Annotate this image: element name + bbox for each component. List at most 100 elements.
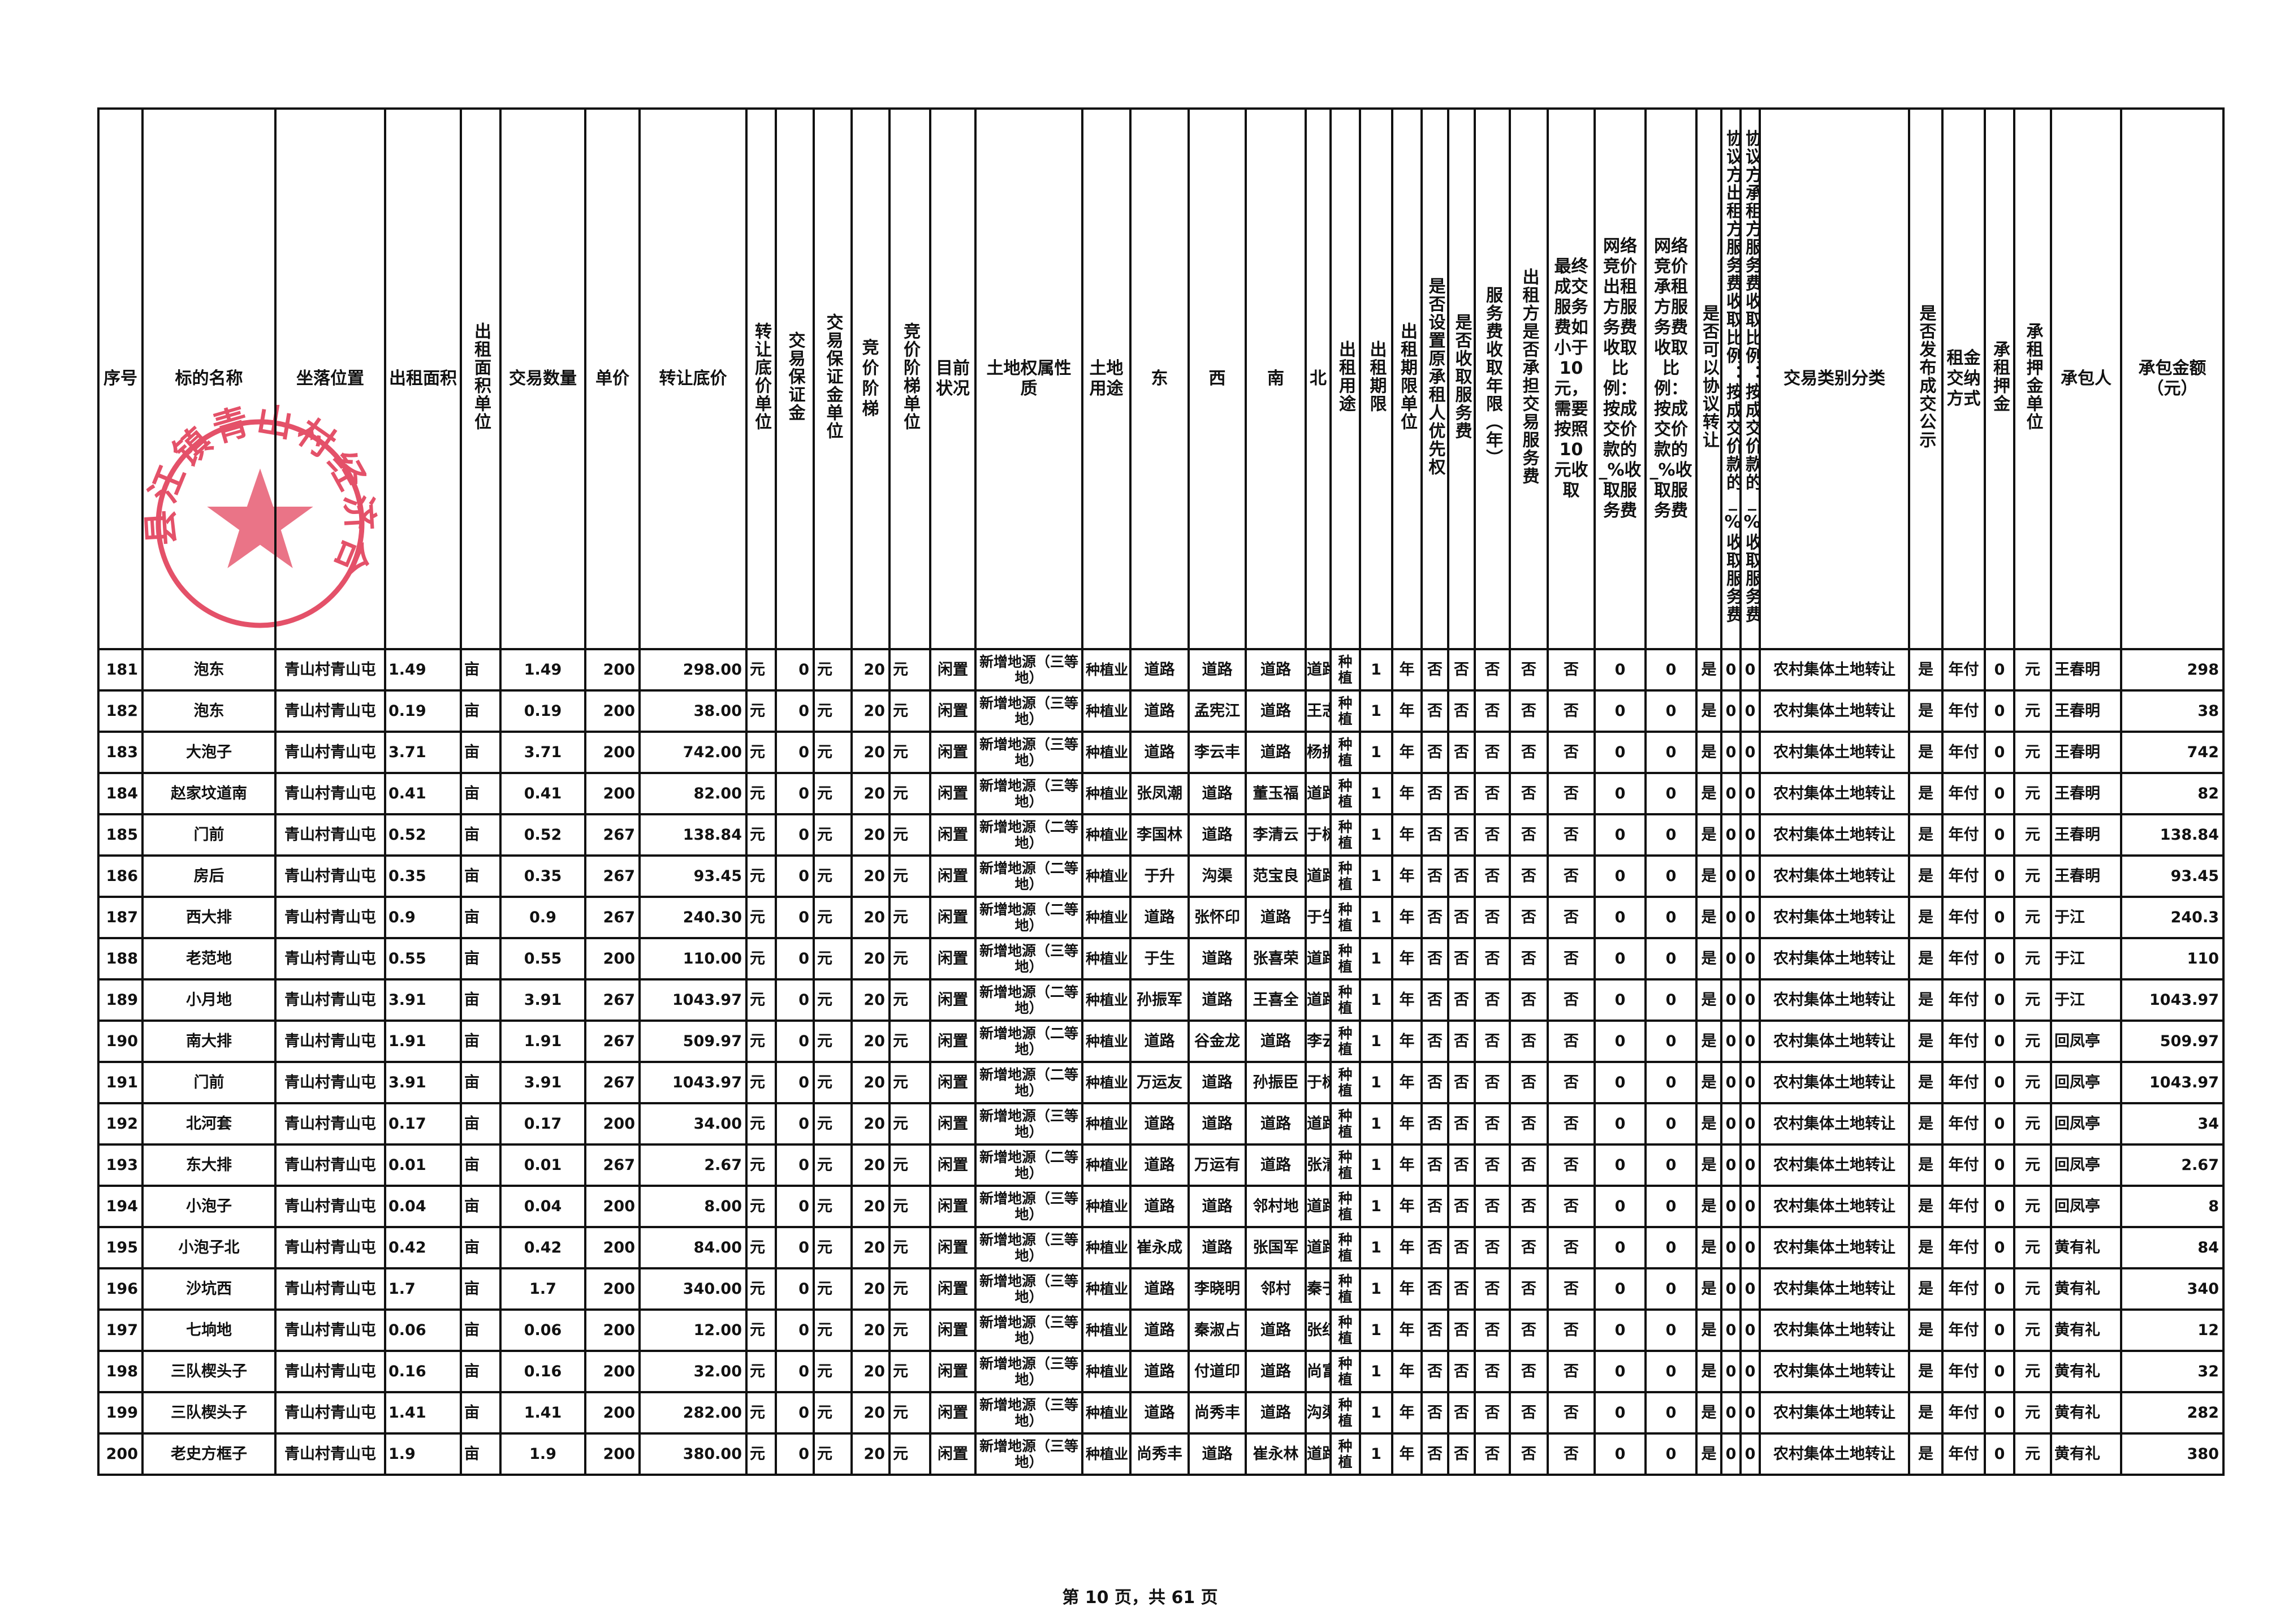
negotiable-cell: 是 (1695, 772, 1722, 815)
agreement-lessee-rate-cell: 0 (1739, 1020, 1761, 1063)
online-lessee-rate-cell: 0 (1644, 1020, 1698, 1063)
column-header-label: 承包人 (2061, 369, 2111, 388)
priority-right-cell: 否 (1420, 1226, 1449, 1269)
quantity-cell: 0.55 (499, 937, 586, 981)
publish-result-cell: 是 (1908, 1308, 1944, 1352)
column-header-label: 是否发布成交公示 (1916, 304, 1936, 449)
east-boundary-cell: 道路 (1129, 648, 1190, 692)
west-boundary-cell: 道路 (1188, 937, 1247, 981)
lease-use-cell: 种植 (1329, 854, 1361, 898)
transaction-category-cell: 农村集体土地转让 (1759, 1308, 1910, 1352)
base-price-cell: 340.00 (638, 1267, 748, 1311)
column-header: 是否可以协议转让 (1695, 107, 1722, 650)
column-header: 出租用途 (1329, 107, 1361, 650)
charge-service-fee-cell: 否 (1447, 1185, 1476, 1228)
fee-years-cell: 否 (1474, 813, 1511, 857)
deposit-unit-cell: 元 (813, 1308, 853, 1352)
north-boundary-cell: 张红 (1305, 1308, 1332, 1352)
payment-method-cell: 年付 (1941, 1061, 1986, 1104)
east-boundary-cell: 孙振军 (1129, 978, 1190, 1022)
agreement-lessor-rate-cell: 0 (1720, 1267, 1742, 1311)
lease-term-unit-cell: 年 (1391, 1267, 1423, 1311)
fee-years-cell: 否 (1474, 1226, 1511, 1269)
bid-step-unit-cell: 元 (888, 1226, 931, 1269)
column-header-label: 西 (1208, 369, 1226, 388)
charge-service-fee-cell: 否 (1447, 937, 1476, 981)
payment-method-cell: 年付 (1941, 854, 1986, 898)
contract-amount-cell: 509.97 (2120, 1020, 2225, 1063)
min-fee-rule-cell: 否 (1547, 1185, 1596, 1228)
base-price-unit-cell: 元 (745, 937, 777, 981)
bid-step-unit-cell: 元 (888, 1102, 931, 1146)
area-cell: 0.16 (384, 1350, 462, 1393)
base-price-unit-cell: 元 (745, 1432, 777, 1476)
lease-use-cell: 种植 (1329, 1391, 1361, 1435)
negotiable-cell: 是 (1695, 896, 1722, 939)
transaction-category-cell: 农村集体土地转让 (1759, 1226, 1910, 1269)
online-lessor-rate-cell: 0 (1594, 1267, 1647, 1311)
agreement-lessor-rate-cell: 0 (1720, 1432, 1742, 1476)
current-status-cell: 闲置 (929, 896, 977, 939)
area-cell: 1.7 (384, 1267, 462, 1311)
charge-service-fee-cell: 否 (1447, 1350, 1476, 1393)
area-unit-cell: 亩 (460, 1226, 502, 1269)
contractor-cell: 黄有礼 (2050, 1308, 2122, 1352)
parcel-name-cell: 沙坑西 (141, 1267, 277, 1311)
lease-use-cell: 种植 (1329, 1308, 1361, 1352)
publish-result-cell: 是 (1908, 937, 1944, 981)
location-cell: 青山村青山屯 (274, 978, 386, 1022)
deposit-unit-cell: 元 (813, 1102, 853, 1146)
parcel-name-cell: 房后 (141, 854, 277, 898)
payment-method-cell: 年付 (1941, 896, 1986, 939)
priority-right-cell: 否 (1420, 854, 1449, 898)
land-use-cell: 种植业 (1081, 854, 1132, 898)
column-header: 承包人 (2050, 107, 2122, 650)
bid-step-cell: 20 (850, 813, 891, 857)
current-status-cell: 闲置 (929, 1432, 977, 1476)
east-boundary-cell: 崔永成 (1129, 1226, 1190, 1269)
publish-result-cell: 是 (1908, 1267, 1944, 1311)
quantity-cell: 0.9 (499, 896, 586, 939)
deposit-unit-cell: 元 (813, 1350, 853, 1393)
land-use-cell: 种植业 (1081, 1350, 1132, 1393)
deposit-cell: 0 (775, 1226, 815, 1269)
current-status-cell: 闲置 (929, 1185, 977, 1228)
online-lessor-rate-cell: 0 (1594, 1061, 1647, 1104)
deposit-unit-cell: 元 (813, 648, 853, 692)
bid-step-cell: 20 (850, 1226, 891, 1269)
land-ownership-cell: 新增地源（二等地） (974, 813, 1083, 857)
payment-method-cell: 年付 (1941, 978, 1986, 1022)
parcel-name-cell: 门前 (141, 813, 277, 857)
column-header: 转让底价 (638, 107, 748, 650)
min-fee-rule-cell: 否 (1547, 689, 1596, 733)
fee-years-cell: 否 (1474, 1308, 1511, 1352)
area-unit-cell: 亩 (460, 648, 502, 692)
area-cell: 0.01 (384, 1143, 462, 1187)
west-boundary-cell: 道路 (1188, 1102, 1247, 1146)
south-boundary-cell: 道路 (1245, 1350, 1307, 1393)
online-lessor-rate-cell: 0 (1594, 1185, 1647, 1228)
contract-amount-cell: 240.3 (2120, 896, 2225, 939)
quantity-cell: 3.71 (499, 731, 586, 774)
column-header: 标的名称 (141, 107, 277, 650)
base-price-unit-cell: 元 (745, 1350, 777, 1393)
current-status-cell: 闲置 (929, 1143, 977, 1187)
deposit-unit-cell: 元 (813, 1432, 853, 1476)
agreement-lessor-rate-cell: 0 (1720, 1020, 1742, 1063)
column-header: 序号 (97, 107, 144, 650)
area-cell: 1.41 (384, 1391, 462, 1435)
publish-result-cell: 是 (1908, 854, 1944, 898)
charge-service-fee-cell: 否 (1447, 854, 1476, 898)
min-fee-rule-cell: 否 (1547, 1143, 1596, 1187)
bid-step-cell: 20 (850, 854, 891, 898)
base-price-cell: 110.00 (638, 937, 748, 981)
online-lessor-rate-cell: 0 (1594, 1226, 1647, 1269)
bid-step-unit-cell: 元 (888, 896, 931, 939)
base-price-cell: 1043.97 (638, 978, 748, 1022)
bid-step-cell: 20 (850, 1350, 891, 1393)
lease-deposit-unit-cell: 元 (2013, 1185, 2052, 1228)
column-header: 竞价阶梯 (850, 107, 891, 650)
unit-price-cell: 267 (584, 1143, 641, 1187)
row-number-cell: 192 (97, 1102, 144, 1146)
